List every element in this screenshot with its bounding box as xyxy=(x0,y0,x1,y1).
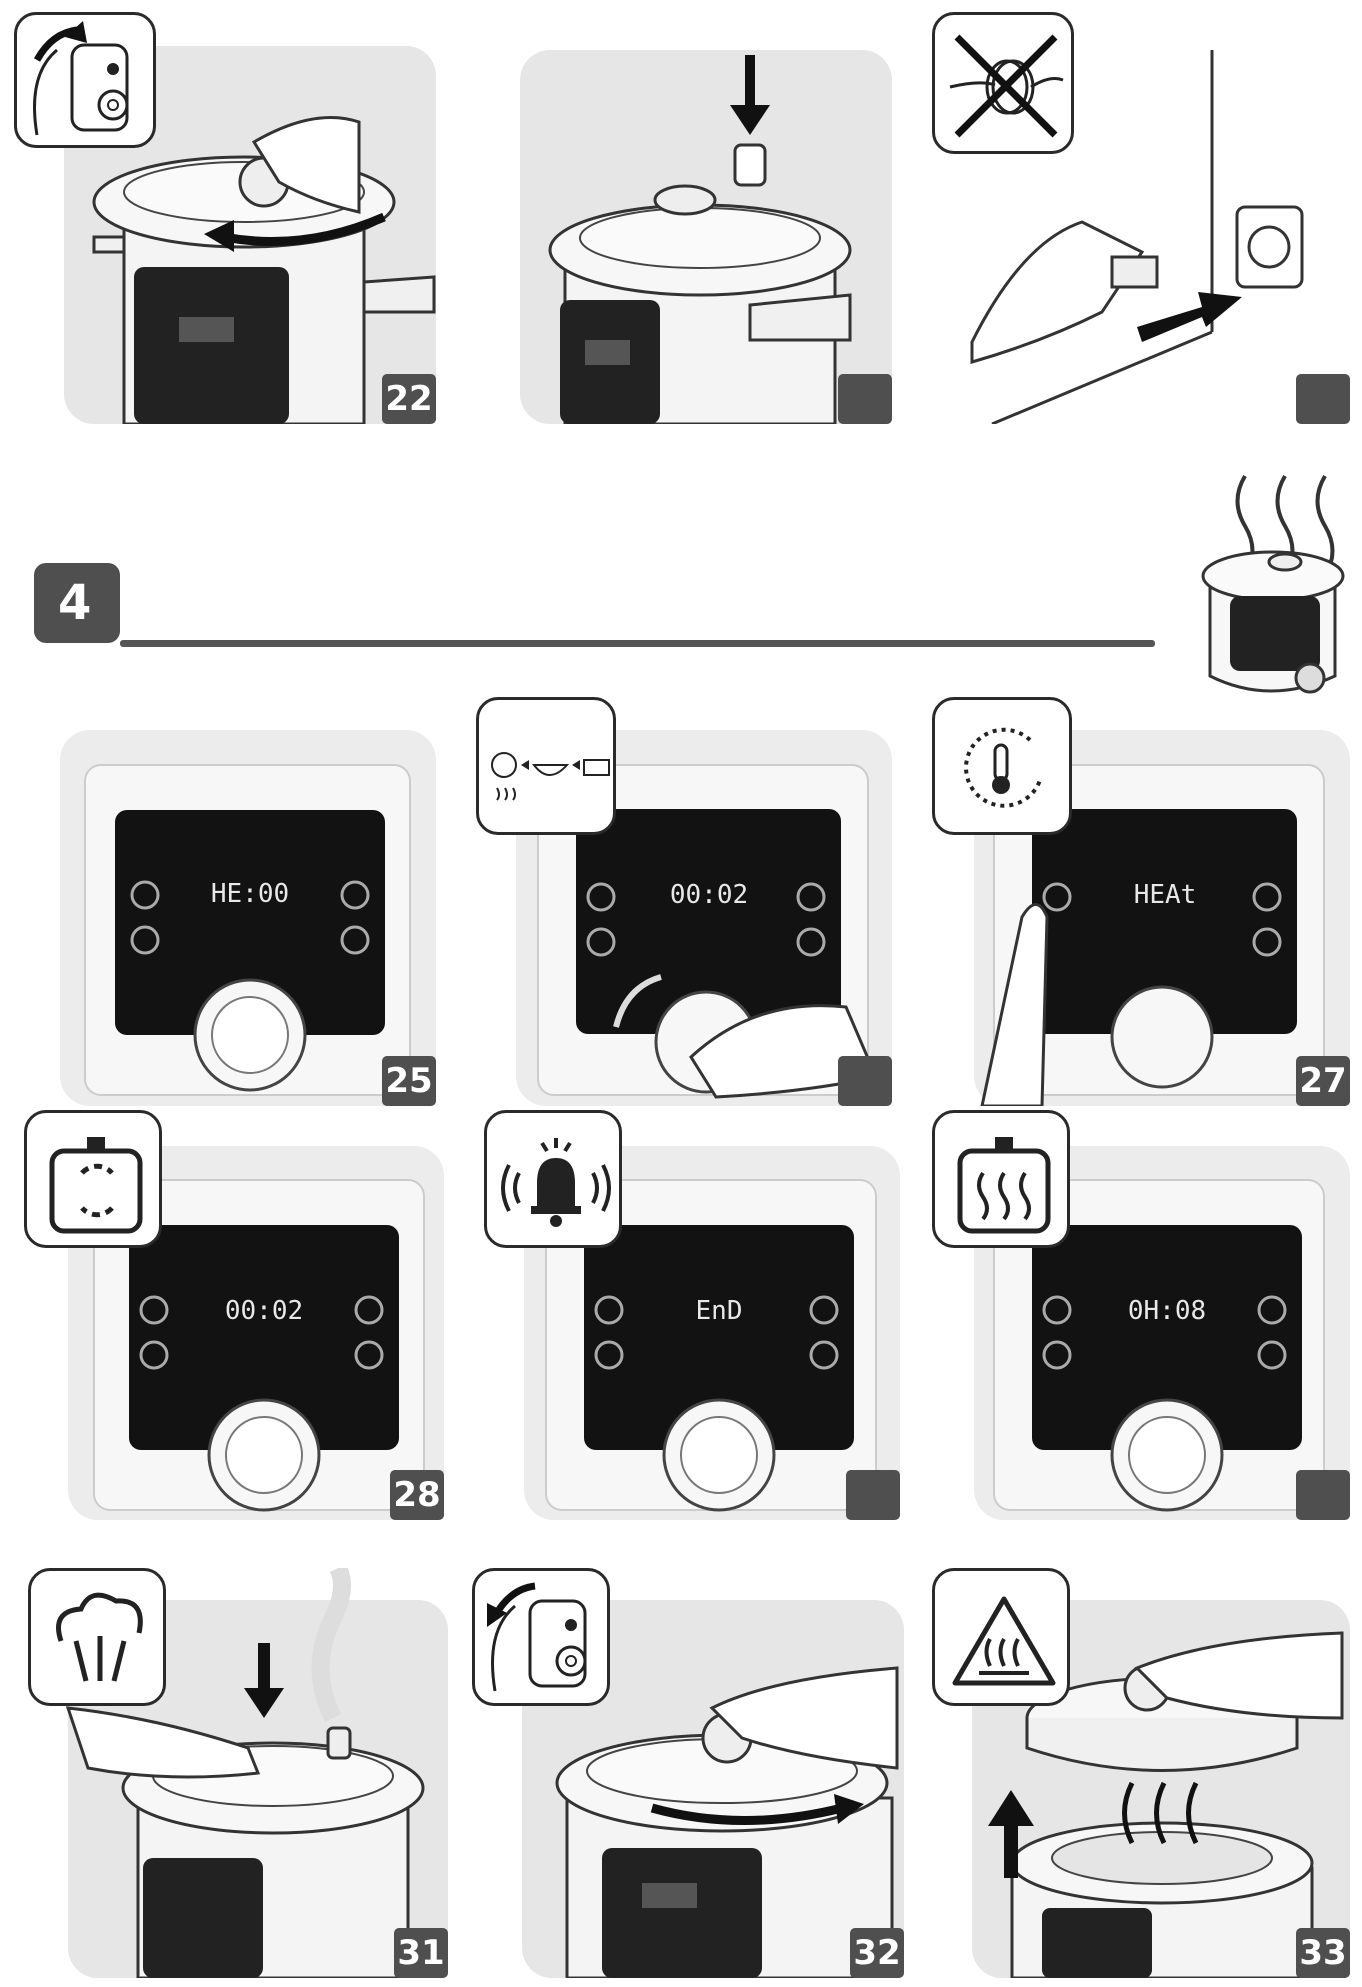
no-cord-wrap-icon xyxy=(932,12,1074,154)
alarm-bell-icon xyxy=(484,1110,622,1248)
step-number xyxy=(846,1470,900,1520)
lid-turn-clockwise-icon xyxy=(14,12,156,148)
pressure-cooking-icon xyxy=(24,1110,162,1248)
lid-turn-counterclockwise-icon xyxy=(472,1568,610,1706)
step-panel-29: EnD xyxy=(484,1110,900,1520)
heating-icon xyxy=(932,697,1072,835)
steaming-cooker-illustration xyxy=(1201,474,1345,694)
step-number: 33 xyxy=(1296,1928,1350,1978)
step-panel-30: 0H:08 xyxy=(932,1110,1350,1520)
keep-warm-icon xyxy=(932,1110,1070,1248)
control-panel-illustration xyxy=(524,1146,900,1520)
step-panel-25: HE:00 25 xyxy=(60,730,436,1106)
step-panel-26: 00:02 xyxy=(476,697,892,1106)
section-number: 4 xyxy=(34,563,120,643)
step-number: 31 xyxy=(394,1928,448,1978)
step-panel-22: 22 xyxy=(14,12,436,424)
step-panel-23 xyxy=(520,50,892,424)
hot-surface-warning-icon xyxy=(932,1568,1070,1706)
step-number: 28 xyxy=(390,1470,444,1520)
lid-closing-illustration xyxy=(64,46,436,424)
control-panel-illustration xyxy=(60,730,436,1106)
step-panel-32: 32 xyxy=(472,1568,904,1978)
step-number xyxy=(1296,374,1350,424)
step-panel-33: 33 xyxy=(932,1568,1350,1978)
led-display: 0H:08 xyxy=(1127,1296,1207,1326)
step-number: 32 xyxy=(850,1928,904,1978)
led-display: EnD xyxy=(695,1296,743,1326)
steam-release-icon xyxy=(28,1568,166,1706)
led-display: HEAt xyxy=(1133,880,1197,910)
step-number xyxy=(838,374,892,424)
lid-opening-illustration xyxy=(522,1600,904,1978)
step-number: 25 xyxy=(382,1056,436,1106)
step-number xyxy=(838,1056,892,1106)
led-display: 00:02 xyxy=(669,880,749,910)
step-panel-24 xyxy=(932,12,1350,424)
section-divider xyxy=(120,640,1155,647)
step-panel-27: HEAt 27 xyxy=(932,697,1350,1106)
control-panel-illustration xyxy=(974,1146,1350,1520)
step-number: 22 xyxy=(382,374,436,424)
control-panel-illustration xyxy=(68,1146,444,1520)
menu-sequence-icon xyxy=(476,697,616,835)
step-number: 27 xyxy=(1296,1056,1350,1106)
step-panel-31: 31 xyxy=(28,1568,448,1978)
led-display: 00:02 xyxy=(224,1296,304,1326)
step-number xyxy=(1296,1470,1350,1520)
step-panel-28: 00:02 28 xyxy=(24,1110,444,1520)
valve-insert-illustration xyxy=(520,50,892,424)
led-display: HE:00 xyxy=(210,879,290,909)
